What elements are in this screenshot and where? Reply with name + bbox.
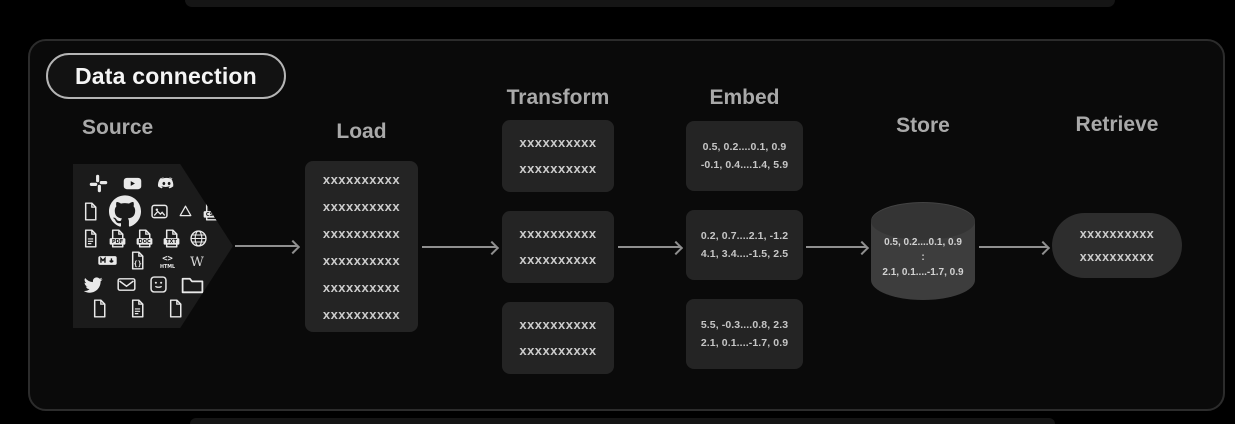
- file-icon: [80, 201, 101, 222]
- store-database-cylinder: 0.5, 0.2....0.1, 0.9: 2.1, 0.1....-1.7, 0…: [871, 202, 975, 300]
- text-line: 0.2, 0.7....2.1, -1.2: [700, 230, 789, 242]
- retrieve-line: xxxxxxxxxx: [1079, 249, 1155, 264]
- text-line: xxxxxxxxxx: [519, 161, 597, 176]
- embed-column: 0.5, 0.2....0.1, 0.9 -0.1, 0.4....1.4, 5.…: [686, 121, 803, 369]
- file-icon: [165, 298, 186, 319]
- source-shape: CSV PDF DOC TXT {} <>HTML W: [73, 164, 233, 328]
- text-line: xxxxxxxxxx: [519, 343, 597, 358]
- svg-text:W: W: [190, 255, 204, 270]
- file-lines-icon: [80, 228, 101, 249]
- pdf-file-icon: PDF: [107, 228, 128, 249]
- load-line: xxxxxxxxxx: [322, 252, 401, 268]
- file-icon: [89, 298, 110, 319]
- flow-arrow-store-retrieve: [979, 246, 1048, 248]
- cropped-card-edge-bottom: [190, 418, 1055, 424]
- load-line: xxxxxxxxxx: [322, 171, 401, 187]
- load-line: xxxxxxxxxx: [322, 279, 401, 295]
- source-icon-row: [80, 173, 233, 194]
- svg-text:TXT: TXT: [166, 239, 177, 245]
- globe-icon: [188, 228, 209, 249]
- text-line: xxxxxxxxxx: [519, 135, 597, 150]
- retrieve-title: Retrieve: [1075, 113, 1159, 136]
- retrieve-box: xxxxxxxxxx xxxxxxxxxx: [1052, 213, 1182, 278]
- source-icon-row: [80, 272, 233, 297]
- html-icon: <>HTML: [157, 250, 178, 271]
- youtube-icon: [122, 173, 143, 194]
- load-line: xxxxxxxxxx: [322, 225, 401, 241]
- csv-file-icon: CSV: [201, 201, 222, 222]
- load-box: xxxxxxxxxx xxxxxxxxxx xxxxxxxxxx xxxxxxxxxx…: [305, 161, 418, 332]
- discord-icon: [156, 173, 177, 194]
- svg-text:DOC: DOC: [138, 239, 151, 245]
- load-title: Load: [336, 120, 387, 143]
- wikipedia-icon: W: [187, 251, 207, 271]
- source-icon-row: CSV: [80, 195, 233, 227]
- source-icon-row: {} <>HTML W: [80, 250, 233, 271]
- data-connection-panel: Data connection Source Load Transform Em…: [28, 39, 1225, 411]
- github-icon: [109, 195, 141, 227]
- badge-label: Data connection: [75, 62, 257, 89]
- flow-arrow-embed-store: [806, 246, 867, 248]
- text-line: xxxxxxxxxx: [519, 226, 597, 241]
- cylinder-top: [871, 202, 975, 240]
- store-line: 2.1, 0.1....-1.7, 0.9: [882, 267, 964, 278]
- image-icon: [149, 201, 170, 222]
- svg-text:{}: {}: [133, 260, 141, 268]
- load-line: xxxxxxxxxx: [322, 198, 401, 214]
- source-icon-row: PDF DOC TXT: [80, 228, 233, 249]
- email-icon: [116, 274, 137, 295]
- text-line: 5.5, -0.3....0.8, 2.3: [700, 319, 789, 331]
- text-line: xxxxxxxxxx: [519, 252, 597, 267]
- source-icon-grid: CSV PDF DOC TXT {} <>HTML W: [73, 164, 233, 328]
- embed-box: 0.5, 0.2....0.1, 0.9 -0.1, 0.4....1.4, 5.…: [686, 121, 803, 191]
- text-line: 2.1, 0.1....-1.7, 0.9: [700, 337, 789, 349]
- data-connection-badge: Data connection: [46, 53, 286, 99]
- retrieve-line: xxxxxxxxxx: [1079, 226, 1155, 241]
- file-lines-icon: [127, 298, 148, 319]
- svg-text:<>: <>: [162, 254, 173, 264]
- embed-box: 5.5, -0.3....0.8, 2.3 2.1, 0.1....-1.7, 0…: [686, 299, 803, 369]
- transform-box: xxxxxxxxxx xxxxxxxxxx: [502, 120, 614, 192]
- google-drive-icon: [178, 204, 193, 219]
- doc-file-icon: DOC: [134, 228, 155, 249]
- store-line: :: [921, 252, 925, 263]
- flow-arrow-load-transform: [422, 246, 497, 248]
- svg-text:HTML: HTML: [160, 264, 175, 270]
- flow-arrow-source-load: [235, 245, 298, 247]
- svg-text:CSV: CSV: [206, 212, 217, 218]
- twitter-icon: [81, 273, 105, 297]
- text-line: xxxxxxxxxx: [519, 317, 597, 332]
- folder-icon: [180, 272, 205, 297]
- flow-arrow-transform-embed: [618, 246, 681, 248]
- slack-icon: [88, 173, 109, 194]
- svg-text:PDF: PDF: [112, 239, 124, 245]
- store-values: 0.5, 0.2....0.1, 0.9: 2.1, 0.1....-1.7, 0…: [871, 235, 975, 280]
- txt-file-icon: TXT: [161, 228, 182, 249]
- text-line: -0.1, 0.4....1.4, 5.9: [700, 159, 789, 171]
- transform-box: xxxxxxxxxx xxxxxxxxxx: [502, 211, 614, 283]
- text-line: 0.5, 0.2....0.1, 0.9: [702, 141, 787, 153]
- smiley-app-icon: [148, 274, 169, 295]
- transform-title: Transform: [506, 86, 610, 109]
- embed-title: Embed: [709, 86, 780, 109]
- store-title: Store: [896, 114, 950, 137]
- source-title: Source: [82, 116, 154, 139]
- cropped-card-edge-top: [185, 0, 1115, 7]
- json-file-icon: {}: [127, 250, 148, 271]
- load-line: xxxxxxxxxx: [322, 306, 401, 322]
- source-icon-row: [80, 298, 233, 319]
- transform-box: xxxxxxxxxx xxxxxxxxxx: [502, 302, 614, 374]
- store-line: 0.5, 0.2....0.1, 0.9: [884, 237, 962, 248]
- text-line: 4.1, 3.4....-1.5, 2.5: [700, 248, 789, 260]
- markdown-icon: [97, 250, 118, 271]
- embed-box: 0.2, 0.7....2.1, -1.2 4.1, 3.4....-1.5, 2…: [686, 210, 803, 280]
